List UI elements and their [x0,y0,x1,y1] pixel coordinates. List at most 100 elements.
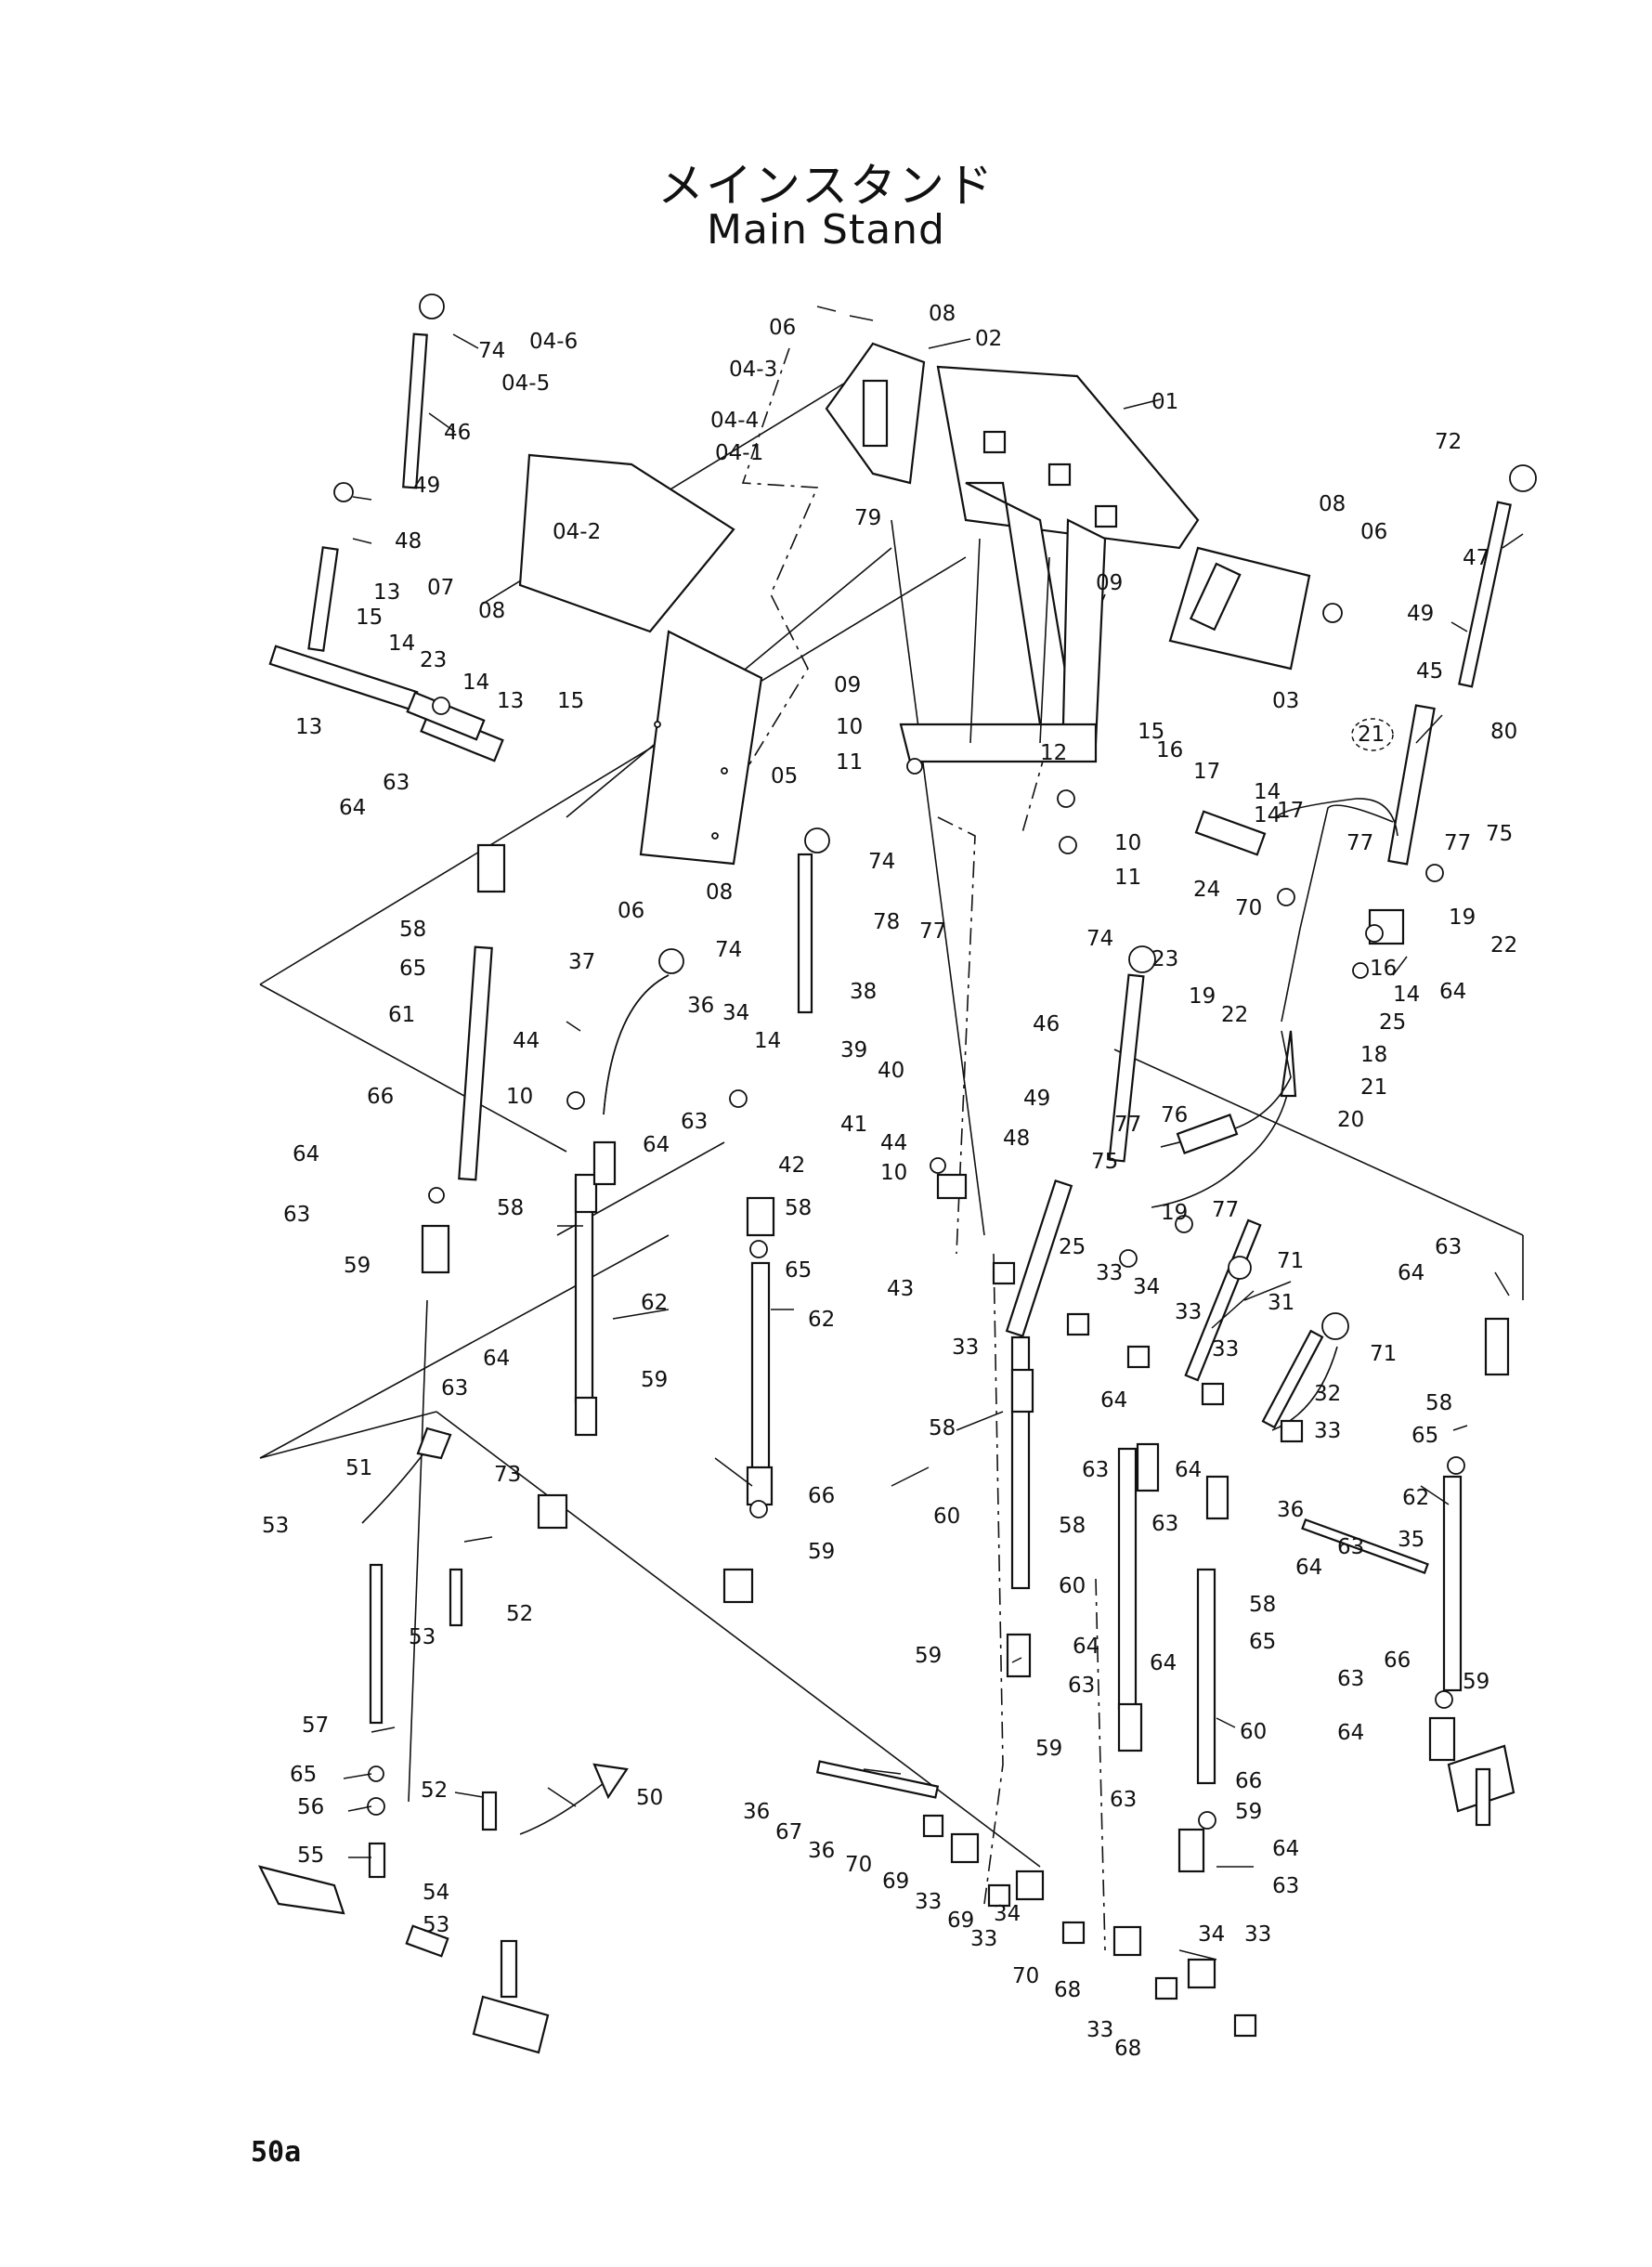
callout-10-c: 10 [880,1161,907,1185]
callout-68-b: 68 [1114,2037,1141,2061]
callout-11-b: 11 [1114,866,1141,890]
callout-14-e: 14 [1254,803,1281,827]
callout-63-e: 63 [1082,1458,1109,1482]
callout-44-b: 44 [880,1131,907,1155]
callout-70-c: 70 [845,1853,872,1877]
title-japanese: メインスタンド [657,159,995,213]
knobs [416,293,1537,1800]
callout-33-i: 33 [915,1890,942,1914]
callout-30: 25 [1059,1235,1086,1259]
callout-59-e: 59 [1035,1737,1062,1761]
callout-26: 21 [1358,723,1385,747]
small-parts [333,482,1465,2038]
callout-36-c: 36 [808,1839,835,1863]
callout-63-g: 63 [1337,1535,1364,1559]
callout-77-d: 77 [1114,1113,1141,1137]
callout-10-d: 10 [1114,831,1141,855]
callout-65-e: 65 [290,1763,317,1787]
callout-39: 39 [840,1038,867,1062]
callout-33-g: 33 [1086,2018,1113,2042]
callout-42: 42 [778,1153,805,1178]
callout-59-c: 59 [808,1540,835,1564]
callout-22: 22 [1221,1003,1248,1027]
callout-09-a: 09 [1096,571,1123,595]
callout-13-b: 13 [295,715,322,739]
callout-34-c: 34 [1198,1922,1225,1947]
callout-66-a: 66 [367,1085,394,1109]
callout-58-a: 58 [399,918,426,942]
callout-75-a: 75 [1486,822,1513,846]
callout-33-a: 33 [1096,1261,1123,1285]
callout-33-d: 33 [1212,1337,1239,1362]
callout-74-c: 74 [868,850,895,874]
callout-08-a: 08 [929,302,956,326]
callout-24-a: 19 [1449,905,1476,930]
callout-33-f: 33 [1244,1922,1271,1947]
callout-60-c: 60 [1240,1720,1267,1744]
callout-24-c: 19 [1161,1201,1188,1225]
callout-14-d: 14 [1254,780,1281,804]
callout-63-a: 63 [383,771,410,795]
callout-69-b: 69 [882,1870,909,1894]
callout-65-c: 65 [1249,1630,1276,1654]
callout-31: 31 [1268,1291,1294,1315]
callout-58-f: 58 [1249,1593,1276,1617]
callout-59-a: 59 [344,1254,371,1278]
callout-64-d: 64 [643,1133,670,1157]
callout-74-b: 74 [715,938,742,962]
callout-64-f: 64 [1100,1388,1127,1413]
callout-57: 57 [302,1713,329,1738]
callout-79: 79 [854,506,881,530]
callout-25: 25 [1379,1010,1406,1035]
callout-65-b: 65 [785,1258,812,1283]
callout-34-d: 34 [994,1902,1021,1926]
callout-59-d: 59 [915,1644,942,1668]
callout-58-e: 58 [1059,1514,1086,1538]
callout-67: 67 [775,1820,802,1844]
callout-50: 50 [636,1786,663,1810]
callout-48-a: 48 [395,529,422,554]
pedal-assemblies [257,1744,1515,2054]
callout-08-b: 08 [1319,492,1346,516]
callout-66-d: 66 [1384,1648,1411,1673]
callout-32: 32 [1314,1382,1341,1406]
callout-06-a: 06 [769,316,796,340]
callout-53-a: 53 [262,1514,289,1538]
callout-62-c: 62 [1402,1486,1429,1510]
callout-58-g: 58 [1425,1391,1452,1415]
callout-70-b: 70 [1012,1964,1039,1988]
callout-09-b: 09 [834,673,861,697]
callout-62-b: 62 [808,1308,835,1332]
callout-51: 51 [345,1456,372,1480]
callout-35: 35 [1398,1528,1424,1552]
callout-78: 78 [873,910,900,934]
callout-60-a: 60 [933,1505,960,1529]
callout-21: 21 [1360,1075,1387,1100]
callout-80: 80 [1490,720,1517,744]
callout-52-b: 52 [421,1778,448,1803]
callout-61: 61 [388,1003,415,1027]
callout-64-l: 64 [1337,1721,1364,1745]
callout-53-b: 53 [409,1625,436,1649]
callout-63-c: 63 [441,1376,468,1401]
callout-02: 02 [975,327,1002,351]
callout-74-d: 74 [1086,927,1113,951]
callout-63-h: 63 [1068,1674,1095,1698]
callout-63-l: 63 [1435,1235,1462,1259]
callout-54: 54 [423,1881,449,1905]
callout-64-k: 64 [1272,1837,1299,1861]
callout-64-m: 64 [1398,1261,1424,1285]
callout-04-1: 04-1 [715,441,763,465]
callout-41: 41 [840,1113,867,1137]
callout-03: 03 [1272,689,1299,713]
callout-62-a: 62 [641,1291,668,1315]
callout-59-f: 59 [1235,1800,1262,1824]
callout-43: 43 [887,1277,914,1301]
callout-01: 01 [1151,390,1178,414]
callout-05: 05 [771,764,798,788]
callout-29: 24 [1193,878,1220,902]
callout-18: 18 [1360,1043,1387,1067]
callout-33-b: 33 [1175,1300,1202,1324]
callout-14-a: 14 [388,632,415,656]
